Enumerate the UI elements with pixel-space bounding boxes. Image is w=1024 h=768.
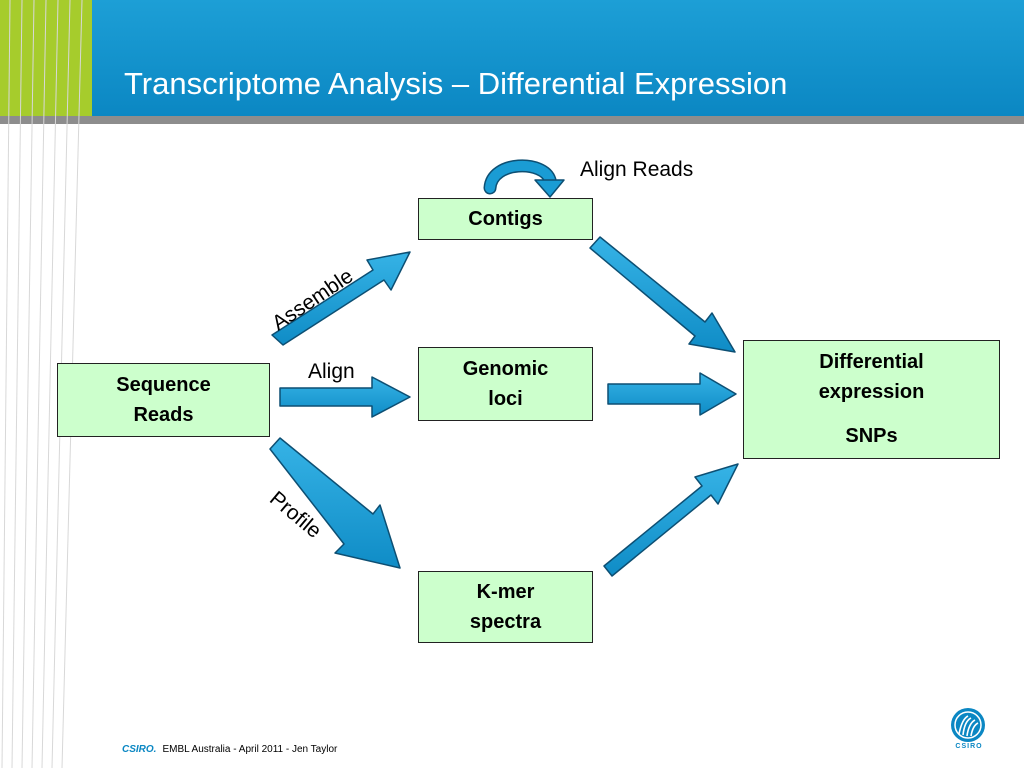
arrow-assemble: [271, 251, 411, 346]
csiro-logo-text: CSIRO: [955, 743, 983, 750]
node-kmer-spectra: K-mer spectra: [418, 571, 593, 643]
node-sequence-reads-label: Sequence Reads: [116, 374, 211, 426]
footer: CSIRO. EMBL Australia - April 2011 - Jen …: [122, 744, 337, 755]
arrow-align-reads-loop: [483, 159, 565, 198]
arrow-align: [279, 376, 411, 418]
node-differential-expression: Differential expression SNPs: [743, 340, 1000, 459]
node-genomic-loci: Genomic loci: [418, 347, 593, 421]
label-align-reads: Align Reads: [580, 158, 694, 181]
node-contigs: Contigs: [418, 198, 593, 240]
footer-organization: CSIRO.: [122, 744, 157, 755]
arrow-profile: [269, 437, 401, 569]
arrow-genomic-to-differential: [607, 372, 737, 416]
node-sequence-reads: Sequence Reads: [57, 363, 270, 437]
slide-title: Transcriptome Analysis – Differential Ex…: [124, 66, 788, 101]
arrow-kmer-to-differential: [603, 463, 739, 577]
header-divider: [0, 116, 1024, 124]
node-contigs-label: Contigs: [468, 208, 543, 230]
arrow-contigs-to-differential: [589, 236, 736, 353]
footer-text: EMBL Australia - April 2011 - Jen Taylor: [162, 744, 338, 755]
csiro-logo: [951, 708, 985, 742]
node-differential-expression-label: Differential expression: [818, 351, 925, 403]
label-align: Align: [308, 360, 355, 383]
header-bar: [0, 0, 1024, 116]
node-snps-label: SNPs: [845, 425, 898, 447]
node-kmer-spectra-label: K-mer spectra: [469, 581, 542, 633]
node-genomic-loci-label: Genomic loci: [462, 358, 549, 410]
